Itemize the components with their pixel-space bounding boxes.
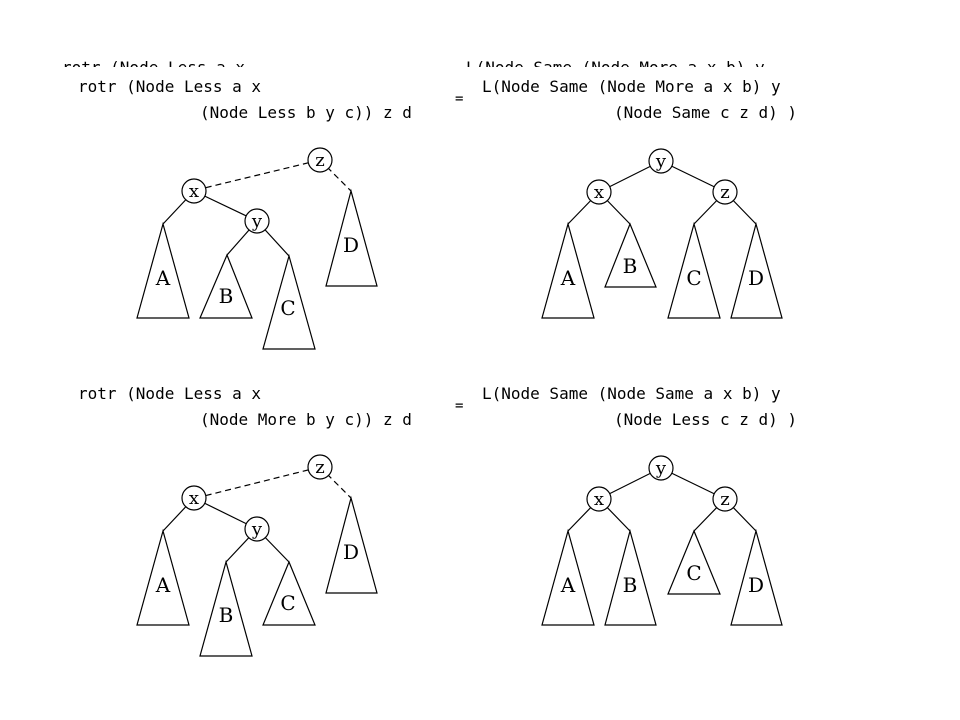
subtree-C-label: C (686, 561, 701, 585)
subtree-A (541, 221, 595, 319)
node-y-label: y (655, 151, 667, 172)
subtree-B-label: B (623, 254, 638, 278)
node-x (586, 179, 612, 205)
rule1-left-tree: x z y A B C D (136, 147, 378, 350)
subtree-D (730, 528, 783, 626)
node-x (586, 486, 612, 512)
edge-z-D-dashed (319, 466, 352, 499)
edge-x-z-dashed (195, 466, 321, 499)
node-x-label: x (594, 182, 604, 203)
subtree-B (199, 253, 253, 319)
subtree-C (262, 253, 316, 350)
subtree-B-label: B (219, 284, 234, 308)
subtree-A-label: A (560, 266, 576, 290)
rule2-lhs-line2: (Node More b y c)) z d (200, 410, 412, 429)
node-x (181, 485, 207, 511)
node-y (244, 208, 270, 234)
node-x (181, 178, 207, 204)
node-z (307, 147, 333, 173)
node-y (648, 148, 674, 174)
node-z-label: z (315, 150, 324, 171)
rule1-lhs-line1: rotr (Node Less a x (78, 77, 261, 96)
subtree-B-label: B (219, 603, 234, 627)
rule2-lhs-line1: rotr (Node Less a x (78, 384, 261, 403)
edge-z-D-dashed (319, 159, 352, 192)
node-x-label: x (189, 181, 199, 202)
node-y (244, 516, 270, 542)
subtree-D (730, 221, 783, 319)
subtree-B-label: B (623, 573, 638, 597)
node-z-label: z (720, 489, 729, 510)
node-x-label: x (594, 489, 604, 510)
rule2-equals: = (455, 398, 463, 414)
rule2-left-tree: x z y A B C D (136, 454, 378, 657)
subtree-C-label: C (686, 266, 701, 290)
edge-x-z-dashed (195, 159, 321, 191)
rule1-equals: = (455, 91, 463, 107)
rule-2: rotr (Node Less a x (Node More b y c)) z… (78, 384, 797, 657)
subtree-C-label: C (280, 296, 295, 320)
subtree-A-label: A (560, 573, 576, 597)
rule2-right-tree: y x z A B C D (541, 455, 783, 626)
subtree-D (325, 495, 378, 594)
subtree-A (541, 528, 595, 626)
rule1-rhs-line1: L(Node Same (Node More a x b) y (482, 77, 781, 96)
node-z-label: z (720, 182, 729, 203)
node-z (712, 486, 738, 512)
rule2-rhs-line1: L(Node Same (Node Same a x b) y (482, 384, 781, 403)
rule2-rhs-line2: (Node Less c z d) ) (614, 410, 797, 429)
ghost-header: rotr (Node Less a x L(Node Same (Node Mo… (62, 58, 765, 77)
ghost-header-left: rotr (Node Less a x (62, 58, 245, 77)
subtree-A-label: A (155, 266, 171, 290)
rule-1: rotr (Node Less a x (Node Less b y c)) z… (78, 77, 797, 350)
subtree-A-label: A (155, 573, 171, 597)
subtree-C (667, 221, 721, 319)
node-z (307, 454, 333, 480)
node-y-label: y (655, 458, 667, 479)
subtree-C (262, 560, 316, 626)
rule1-lhs-line2: (Node Less b y c)) z d (200, 103, 412, 122)
subtree-D-label: D (748, 266, 764, 290)
subtree-D-label: D (343, 540, 359, 564)
subtree-C-label: C (280, 591, 295, 615)
subtree-D-label: D (748, 573, 764, 597)
rule1-rhs-line2: (Node Same c z d) ) (614, 103, 797, 122)
subtree-B (604, 528, 657, 626)
node-z (712, 179, 738, 205)
rule1-right-tree: y x z A B C D (541, 148, 783, 319)
subtree-A (136, 528, 190, 626)
subtree-D-label: D (343, 233, 359, 257)
node-y (648, 455, 674, 481)
subtree-C (667, 529, 721, 595)
subtree-B (199, 559, 253, 657)
subtree-A (136, 221, 190, 319)
node-z-label: z (315, 457, 324, 478)
ghost-header-right: L(Node Same (Node More a x b) y (466, 58, 765, 77)
node-x-label: x (189, 488, 199, 509)
subtree-D (325, 188, 378, 287)
node-y-label: y (251, 519, 263, 540)
subtree-B (604, 222, 657, 288)
node-y-label: y (251, 211, 263, 232)
